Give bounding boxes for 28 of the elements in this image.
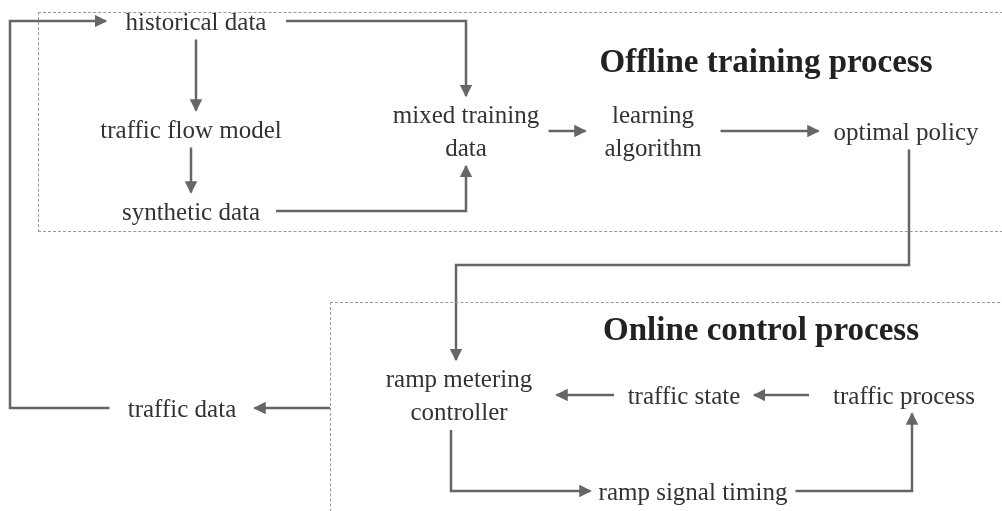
process-label: learning algorithm (585, 96, 721, 166)
process-label: optimal policy (818, 112, 994, 150)
arrow (276, 164, 473, 213)
process-label: mixed training data (383, 96, 549, 166)
arrow (449, 430, 592, 498)
process-label: historical data (106, 2, 286, 40)
arrow (286, 19, 473, 98)
arrow (548, 124, 587, 138)
process-label: ramp metering controller (361, 360, 557, 430)
arrow (184, 147, 198, 194)
group-heading: Offline training process (599, 42, 933, 80)
dashed-group-frame (330, 302, 1002, 511)
arrow (189, 39, 203, 112)
arrow (752, 388, 809, 402)
arrow (795, 412, 919, 493)
process-label: synthetic data (106, 192, 276, 230)
group-heading: Online control process (603, 310, 919, 348)
arrow (555, 388, 614, 402)
dashed-group-frame (38, 12, 1002, 232)
process-label: traffic flow model (83, 110, 299, 148)
arrow (8, 14, 110, 410)
process-label: traffic process (809, 376, 999, 414)
process-label: traffic state (614, 376, 754, 414)
process-label: traffic data (109, 389, 255, 427)
arrow (449, 149, 911, 362)
process-label: ramp signal timing (590, 472, 796, 510)
arrow (253, 401, 330, 415)
arrow (720, 124, 820, 138)
